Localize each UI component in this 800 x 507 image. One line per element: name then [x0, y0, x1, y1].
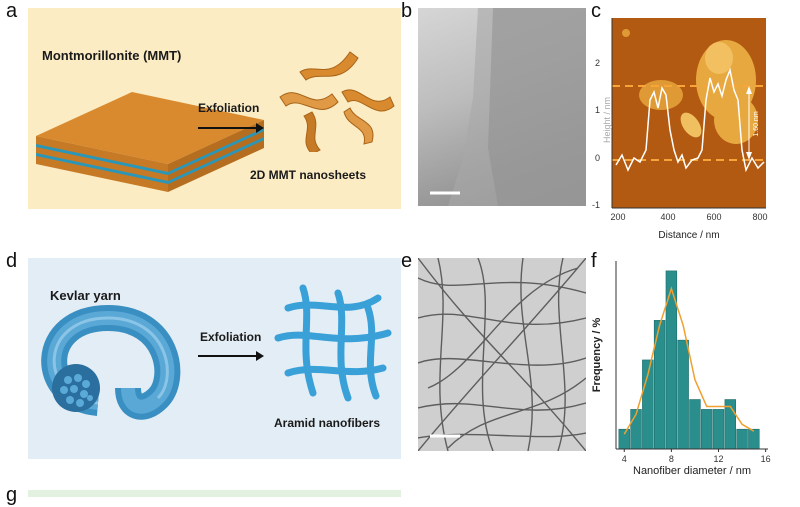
histogram-ylabel: Frequency / %	[591, 317, 603, 392]
histogram-bar	[665, 270, 678, 450]
panel-b-tem-image	[418, 8, 586, 206]
mmt-nanosheets-label: 2D MMT nanosheets	[250, 168, 367, 182]
afm-xtick-200: 200	[610, 212, 625, 222]
diameter-histogram: 4 8 12 16 Nanofiber diameter / nm Frequency…	[591, 261, 771, 475]
histogram-bar	[748, 428, 760, 450]
histogram-bar	[701, 409, 713, 450]
mmt-layered-block	[36, 92, 264, 192]
panel-label-f: f	[591, 250, 597, 272]
afm-ytick-2: 2	[595, 58, 600, 68]
afm-ylabel: Height / nm	[602, 97, 612, 143]
mmt-title: Montmorillonite (MMT)	[42, 48, 182, 63]
kevlar-yarn-graphic	[41, 304, 181, 420]
exfoliation-label-a: Exfoliation	[198, 101, 260, 115]
panel-c-afm: 2 1 0 -1 200 400 600 800 Distance / nm H…	[586, 0, 800, 248]
histogram-bar	[712, 409, 725, 450]
exfoliation-arrow-a	[198, 123, 264, 133]
panel-d-schematic: Kevlar yarn Exfoliation Aramid nanofiber…	[28, 258, 401, 459]
panel-label-b: b	[401, 0, 413, 22]
histogram-xlabel: Nanofiber diameter / nm	[633, 465, 751, 475]
afm-xtick-400: 400	[660, 212, 675, 222]
histogram-bar	[677, 339, 689, 450]
afm-xlabel: Distance / nm	[658, 230, 719, 241]
histogram-bar	[618, 428, 630, 450]
histogram-xtick-label: 12	[714, 454, 724, 464]
panel-label-c: c	[591, 0, 601, 22]
panel-label-a: a	[6, 0, 18, 22]
aramid-nanofibers-label: Aramid nanofibers	[274, 416, 381, 430]
gaussian-fit-line	[623, 286, 755, 435]
histogram-xtick-label: 4	[622, 454, 627, 464]
histogram-xtick-label: 8	[669, 454, 674, 464]
panel-a-schematic: Montmorillonite (MMT) Exfoliation 2D MMT…	[28, 8, 401, 209]
panel-label-g: g	[6, 484, 18, 506]
panel-g-strip	[28, 490, 401, 497]
afm-xtick-600: 600	[706, 212, 721, 222]
mmt-nanosheets-graphic	[279, 51, 395, 152]
panel-label-d: d	[6, 250, 18, 272]
afm-ytick-1: 1	[595, 105, 600, 115]
exfoliation-label-d: Exfoliation	[200, 330, 262, 344]
histogram-bar	[736, 428, 748, 450]
afm-xtick-800: 800	[752, 212, 767, 222]
kevlar-title: Kevlar yarn	[50, 288, 121, 303]
afm-ytick-0: 0	[595, 153, 600, 163]
histogram-bar	[689, 399, 701, 450]
histogram-xtick-label: 16	[761, 454, 771, 464]
panel-e-tem-image	[418, 258, 586, 451]
exfoliation-arrow-d	[198, 351, 264, 361]
aramid-nanofibers-graphic	[274, 284, 392, 402]
afm-ytick-neg1: -1	[592, 200, 600, 210]
panel-label-e: e	[401, 250, 413, 272]
afm-step-label: 1.60 nm	[753, 111, 760, 136]
